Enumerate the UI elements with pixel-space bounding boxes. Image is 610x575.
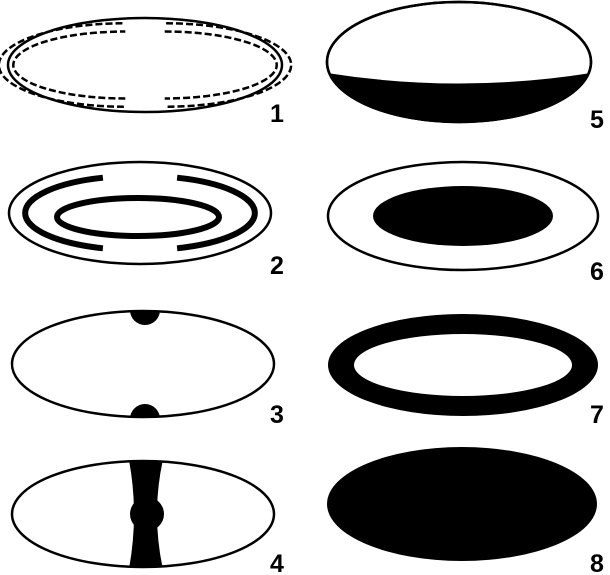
panel-4: 4	[12, 455, 284, 575]
panel-number: 2	[270, 252, 284, 280]
panel-8: 8	[327, 447, 604, 575]
panel-7: 7	[328, 314, 604, 429]
inner-clear-area	[354, 334, 572, 396]
panel-number: 4	[270, 550, 284, 575]
panel-6: 6	[328, 162, 604, 286]
panel-2: 2	[9, 162, 284, 280]
polar-dot-bottom	[130, 404, 160, 434]
panel-3: 3	[12, 295, 284, 434]
panel-number: 5	[590, 106, 604, 134]
panel-number: 3	[270, 401, 284, 429]
panel-5: 5	[327, 2, 604, 134]
central-filled-ellipse	[373, 186, 553, 246]
panel-number: 1	[270, 100, 284, 128]
central-dot	[130, 497, 164, 531]
filled-ellipse	[327, 447, 597, 561]
panel-number: 8	[590, 550, 604, 575]
panel-1: 1	[0, 18, 291, 128]
panel-number: 7	[590, 401, 604, 429]
cell-outline	[9, 162, 271, 264]
cell-outline	[12, 311, 274, 417]
panel-number: 6	[590, 258, 604, 286]
